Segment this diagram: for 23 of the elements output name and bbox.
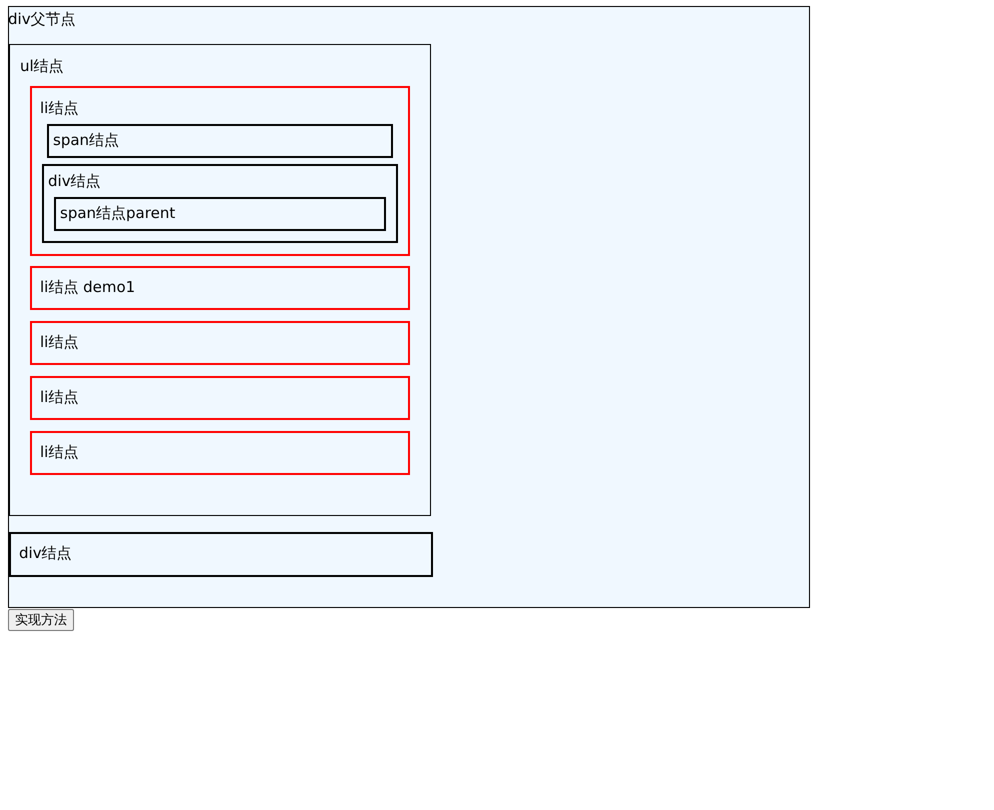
list-item <box>30 376 410 420</box>
parent-panel <box>8 6 810 608</box>
list-item <box>30 86 410 256</box>
span-box <box>54 197 386 231</box>
box-label: div结点 <box>48 172 101 190</box>
list-item <box>30 431 410 475</box>
list-item <box>30 321 410 365</box>
div-box <box>42 164 398 243</box>
action-button: 实现方法 <box>8 609 74 631</box>
list-item <box>30 266 410 310</box>
box-label: span结点parent <box>60 204 176 222</box>
span-box <box>47 124 393 158</box>
list-panel <box>9 44 431 516</box>
div-box <box>9 532 433 577</box>
box-label: li结点 <box>40 388 78 406</box>
box-label: li结点 demo1 <box>40 278 136 296</box>
box-label: span结点 <box>53 131 120 149</box>
box-label: li结点 <box>40 443 78 461</box>
box-label: div结点 <box>19 544 72 562</box>
box-label: li结点 <box>40 99 78 117</box>
box-label: div父节点 <box>8 10 76 28</box>
box-label: li结点 <box>40 333 78 351</box>
box-label: ul结点 <box>20 57 64 75</box>
